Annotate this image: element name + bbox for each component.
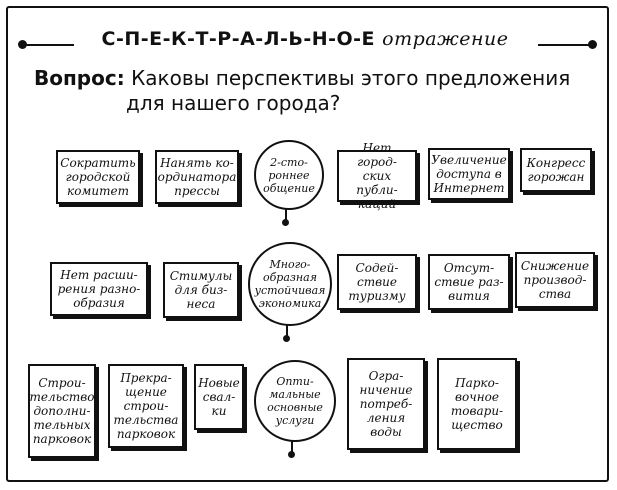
core-circle: Много- образная устойчивая экономика [248,242,332,326]
question-line1: Каковы перспективы этого предложения [131,66,571,90]
idea-text: Отсут- ствие раз- вития [434,261,504,303]
question: Вопрос: Каковы перспективы этого предлож… [34,66,594,116]
idea-box: Новые свал- ки [194,364,244,430]
title-main: С-П-Е-К-Т-Р-А-Л-Ь-Н-О-Е [101,28,376,50]
circle-tail-dot [288,451,295,458]
idea-text: Конгресс горожан [526,156,586,184]
title-right-dot [588,40,597,49]
question-line2: для нашего города? [126,91,341,115]
idea-text: Новые свал- ки [198,376,240,418]
idea-box: Снижение производ- ства [515,252,595,308]
title-row: С-П-Е-К-Т-Р-А-Л-Ь-Н-О-Е отражение [16,28,606,58]
title-right-line [538,44,590,46]
core-text: 2-сто- роннее общение [263,155,315,195]
circle-tail [291,441,293,453]
circle-tail [285,209,287,221]
idea-text: Парко- вочное товари- щество [450,376,504,432]
idea-text: Содей- ствие туризму [348,261,406,303]
idea-box: Прекра- щение строи- тельства парковок [108,364,184,448]
idea-text: Нет город- ских публи- каций [356,141,398,211]
question-label: Вопрос: [34,66,125,90]
idea-box: Сократить городской комитет [56,150,140,204]
core-circle: Опти- мальные основные услуги [254,360,336,442]
circle-tail-dot [283,335,290,342]
idea-text: Нанять ко- ординатора прессы [157,156,237,198]
idea-text: Огра- ничение потреб- ления воды [359,369,413,439]
idea-box: Парко- вочное товари- щество [437,358,517,450]
idea-text: Увеличение доступа в Интернет [431,153,507,195]
idea-box: Огра- ничение потреб- ления воды [347,358,425,450]
core-text: Много- образная устойчивая экономика [254,258,326,310]
idea-box: Нанять ко- ординатора прессы [155,150,239,204]
idea-box: Конгресс горожан [520,148,592,192]
idea-box: Строи- тельство дополни- тельных парково… [28,364,96,458]
core-circle: 2-сто- роннее общение [254,140,324,210]
idea-box: Отсут- ствие раз- вития [428,254,510,310]
core-text: Опти- мальные основные услуги [267,375,323,427]
circle-tail [286,325,288,337]
idea-box: Нет город- ских публи- каций [337,141,417,211]
idea-text: Сократить городской комитет [60,156,136,198]
title-tail: отражение [382,28,509,50]
idea-box: Содей- ствие туризму [337,254,417,310]
circle-tail-dot [282,219,289,226]
idea-text: Прекра- щение строи- тельства парковок [113,371,179,441]
idea-box: Стимулы для биз- неса [163,262,239,318]
diagram-title: С-П-Е-К-Т-Р-А-Л-Ь-Н-О-Е отражение [70,28,540,50]
idea-box: Нет расши- рения разно- образия [50,262,148,316]
idea-text: Строи- тельство дополни- тельных парково… [29,376,95,446]
idea-box: Увеличение доступа в Интернет [428,148,510,200]
idea-text: Нет расши- рения разно- образия [57,268,141,310]
idea-text: Стимулы для биз- неса [169,269,233,311]
idea-text: Снижение производ- ства [520,259,590,301]
title-left-line [22,44,74,46]
